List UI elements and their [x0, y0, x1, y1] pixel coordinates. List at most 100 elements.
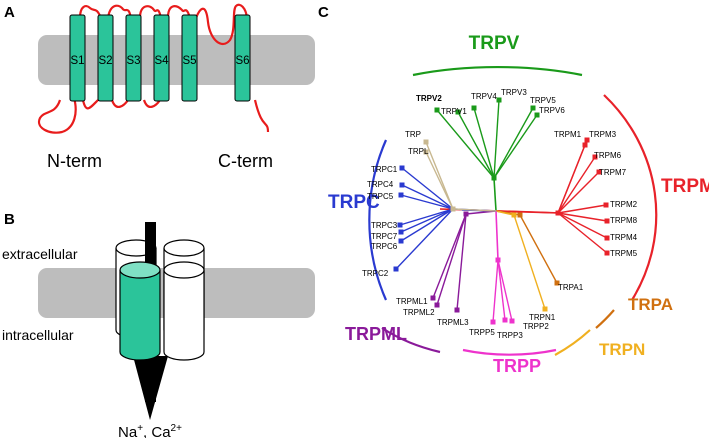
leaf-label-trpc3: TRPC3	[371, 221, 398, 230]
leaf-node-trpp5	[490, 319, 496, 325]
panel-a-letter: A	[4, 4, 15, 21]
ions-label: Na+, Ca2+	[118, 423, 182, 438]
loop-path	[37, 3, 270, 134]
panel-b-letter: B	[4, 211, 15, 228]
helix-s2	[97, 14, 114, 102]
leaf-label-trpv4: TRPV4	[471, 92, 497, 101]
leaf-label-trpc6: TRPC6	[371, 242, 398, 251]
clade-arc-trpv	[412, 65, 583, 77]
clade-arc-trpn	[554, 329, 591, 356]
leaf-label-trpp5: TRPP5	[469, 328, 495, 337]
leaf-label-trpp2: TRPP2	[523, 322, 549, 331]
leaf-label-trpp3: TRPP3	[497, 331, 523, 340]
channel-subunit-front-left	[119, 270, 161, 361]
leaf-node-trpc3	[397, 222, 403, 228]
branch-trpn-stem	[495, 210, 515, 216]
branch-trpc7	[400, 208, 454, 233]
helix-s1	[69, 14, 86, 102]
panel-c-letter: C	[318, 4, 329, 21]
leaf-node-trpp2	[509, 318, 515, 324]
leaf-node-trpc7	[398, 229, 404, 235]
branch-trpp-stem	[495, 210, 499, 261]
leaf-node-trpv4	[471, 105, 477, 111]
leaf-label-trpml2: TRPML2	[403, 308, 435, 317]
extracellular-label: extracellular	[2, 246, 78, 262]
branch-trpp5	[492, 259, 499, 323]
helix-label-s3: S3	[126, 55, 140, 67]
branch-trpm8	[557, 212, 608, 222]
family-label-trpp: TRPP	[493, 356, 541, 376]
leaf-node-trpc1	[399, 165, 405, 171]
leaf-label-trpm3: TRPM3	[589, 130, 617, 139]
intracellular-label: intracellular	[2, 327, 74, 343]
leaf-label-trpml1: TRPML1	[396, 297, 428, 306]
leaf-label-trpc7: TRPC7	[371, 232, 398, 241]
channel-subunit-front-left-top	[119, 261, 161, 279]
helix-label-s4: S4	[154, 55, 169, 67]
leaf-node-trpv3	[496, 97, 502, 103]
leaf-label-trpn1: TRPN1	[529, 313, 556, 322]
panel-b: B extracellular intracellular Na+, Ca2+	[2, 211, 315, 438]
c-term-label: C-term	[218, 151, 273, 171]
branch-trpv-stem	[493, 177, 497, 212]
channel-subunit-front-right	[163, 270, 205, 361]
leaf-label-trpc4: TRPC4	[367, 180, 394, 189]
branch-trpv3	[493, 99, 500, 179]
channel-subunit-back-right-top	[163, 239, 205, 257]
family-label-trpm: TRPM	[661, 176, 709, 197]
leaf-node-trpc4	[399, 182, 405, 188]
family-label-trpv: TRPV	[469, 33, 520, 54]
leaf-node-trpml1	[430, 295, 436, 301]
leaf-node-trpn1	[542, 306, 548, 312]
clade-arc-trpa	[595, 309, 615, 329]
leaf-node-trpm6	[592, 154, 598, 160]
branch-trpv6	[493, 114, 538, 179]
leaf-node-trpm2	[603, 202, 609, 208]
n-term-label: N-term	[47, 151, 102, 171]
leaf-node-trpv6	[534, 112, 540, 118]
branch-trpp2	[497, 259, 513, 322]
branch-trpm3	[557, 139, 588, 214]
clade-arc-trpm	[603, 94, 658, 301]
leaf-label-trpm7: TRPM7	[599, 168, 627, 177]
helix-s5	[181, 14, 198, 102]
leaf-label-trpv6: TRPV6	[539, 106, 565, 115]
branch-trpm5	[557, 212, 608, 254]
family-label-trpc: TRPC	[328, 192, 380, 213]
channel-subunit-front-right-top	[163, 261, 205, 279]
branch-trpm2	[557, 204, 607, 214]
branch-trpm4	[557, 212, 608, 239]
leaf-node-trpc5	[398, 192, 404, 198]
leaf-node-trpm3	[584, 137, 590, 143]
leaf-node-trpa1	[554, 280, 560, 286]
helix-label-s1: S1	[70, 55, 84, 67]
clade-arc-trpc	[368, 139, 388, 301]
branch-trpv5	[493, 107, 534, 179]
leaf-node-trpl	[423, 149, 429, 155]
leaf-node-trpm8	[604, 218, 610, 224]
family-label-trpa: TRPA	[628, 295, 673, 314]
branch-trpn1	[513, 214, 546, 310]
leaf-label-trpm8: TRPM8	[610, 216, 638, 225]
leaf-node-trp	[423, 139, 429, 145]
leaf-label-trpm1: TRPM1	[554, 130, 582, 139]
branch-trpc4	[401, 184, 454, 210]
leaf-label-trpc5: TRPC5	[367, 192, 394, 201]
leaf-label-trpc2: TRPC2	[362, 269, 389, 278]
branch-trpc6	[400, 208, 454, 242]
leaf-node-trpm5	[604, 250, 610, 256]
branch-trpml2	[436, 213, 467, 306]
family-label-trpn: TRPN	[599, 340, 645, 359]
leaf-label-trpv1: TRPV1	[441, 107, 467, 116]
helix-s3	[125, 14, 142, 102]
leaf-node-trpv5	[530, 105, 536, 111]
branch-trpm7	[557, 171, 600, 214]
branch-trp-stem	[452, 208, 497, 212]
leaf-node-trpml3	[454, 307, 460, 313]
branch-trpa1	[519, 214, 558, 284]
leaf-label-trpm5: TRPM5	[610, 249, 638, 258]
leaf-node-trpml2	[434, 302, 440, 308]
